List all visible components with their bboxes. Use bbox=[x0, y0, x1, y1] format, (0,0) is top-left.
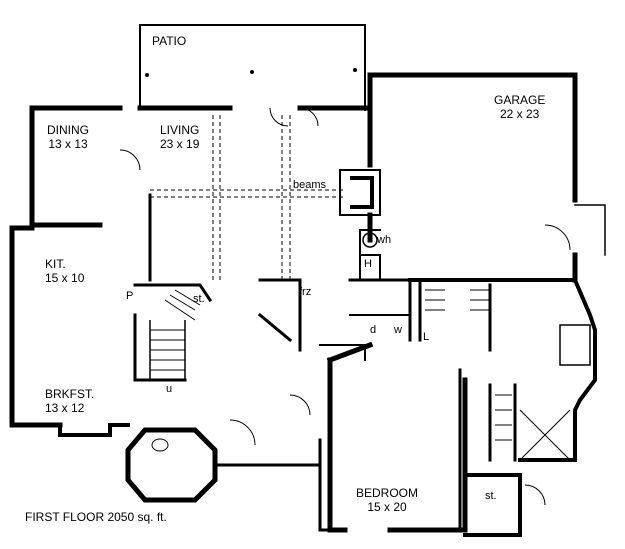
garage-side-door bbox=[574, 204, 606, 256]
closet-rods bbox=[425, 289, 512, 441]
dining-walls bbox=[29, 105, 123, 228]
bedroom-name: BEDROOM bbox=[356, 486, 419, 500]
living-size: 23 x 19 bbox=[160, 137, 200, 151]
door-swing bbox=[524, 484, 546, 506]
bathtub bbox=[559, 324, 591, 366]
garage-name: GARAGE bbox=[494, 93, 546, 107]
stair-rail bbox=[149, 320, 186, 380]
garage-walls bbox=[367, 72, 578, 283]
dining-label: DINING 13 x 13 bbox=[47, 123, 89, 151]
bath-bay bbox=[518, 277, 597, 462]
entry-walls bbox=[213, 438, 332, 532]
water-heater-symbol bbox=[362, 232, 378, 248]
door-swing bbox=[269, 107, 289, 127]
shower bbox=[519, 409, 571, 461]
kitchen-size: 15 x 10 bbox=[45, 271, 85, 285]
stair-walls bbox=[133, 283, 213, 382]
fireplace-box bbox=[350, 176, 374, 209]
breakfast-label: BRKFST. 13 x 12 bbox=[45, 387, 94, 415]
pantry-label: P bbox=[126, 290, 134, 302]
living-label: LIVING 23 x 19 bbox=[160, 123, 199, 151]
water-heater-label: wh bbox=[377, 234, 392, 246]
bedroom-storage bbox=[463, 473, 522, 537]
hall-walls bbox=[257, 278, 492, 352]
patio-post bbox=[145, 73, 149, 77]
linen-label: L bbox=[423, 331, 430, 343]
breakfast-bay bbox=[58, 423, 130, 437]
stair-storage-label: st. bbox=[193, 293, 205, 305]
bedroom-label: BEDROOM 15 x 20 bbox=[356, 486, 418, 514]
ceiling-beams bbox=[150, 115, 345, 280]
door-swing bbox=[544, 224, 571, 251]
door-swing bbox=[299, 107, 319, 127]
laundry-walls bbox=[319, 314, 411, 361]
patio-post bbox=[353, 68, 357, 72]
dining-name: DINING bbox=[47, 123, 89, 137]
garage-label: GARAGE 22 x 23 bbox=[494, 93, 545, 121]
dining-size: 13 x 13 bbox=[48, 137, 88, 151]
bedroom-size: 15 x 20 bbox=[367, 500, 407, 514]
table-symbol bbox=[151, 438, 169, 452]
stair-up-label: u bbox=[166, 383, 173, 395]
fireplace-hearth bbox=[339, 169, 381, 216]
breakfast-name: BRKFST. bbox=[45, 387, 95, 401]
patio-label: PATIO bbox=[152, 34, 186, 48]
door-swing bbox=[229, 419, 256, 446]
freezer-label: frz bbox=[299, 286, 312, 298]
door-swing bbox=[119, 149, 141, 171]
door-swing bbox=[289, 394, 311, 416]
closet-walls bbox=[458, 368, 517, 532]
breakfast-size: 13 x 12 bbox=[45, 401, 85, 415]
garage-size: 22 x 23 bbox=[499, 107, 540, 121]
bedroom-storage-label: st. bbox=[485, 490, 497, 502]
bedroom-walls bbox=[326, 341, 468, 533]
kitchen-label: KIT. 15 x 10 bbox=[45, 257, 84, 285]
utility-walls bbox=[359, 229, 381, 281]
staircase bbox=[149, 289, 201, 380]
patio-outline bbox=[139, 24, 366, 111]
kitchen-west-wall bbox=[9, 225, 63, 428]
kitchen-name: KIT. bbox=[45, 257, 66, 271]
dryer-label: d bbox=[370, 324, 377, 336]
living-name: LIVING bbox=[160, 123, 200, 137]
exterior-walls bbox=[9, 24, 606, 537]
beam-horizontal bbox=[150, 189, 345, 198]
patio-name: PATIO bbox=[152, 34, 187, 48]
washer-label: w bbox=[394, 324, 402, 336]
heater-label: H bbox=[364, 258, 372, 270]
floor-area-caption: FIRST FLOOR 2050 sq. ft. bbox=[25, 510, 167, 524]
beams-label: beams bbox=[293, 179, 327, 191]
octagon-room bbox=[125, 427, 218, 503]
stair-treads bbox=[150, 289, 201, 371]
patio-post bbox=[250, 70, 254, 74]
door-swings bbox=[119, 107, 571, 506]
fireplace bbox=[339, 169, 381, 216]
